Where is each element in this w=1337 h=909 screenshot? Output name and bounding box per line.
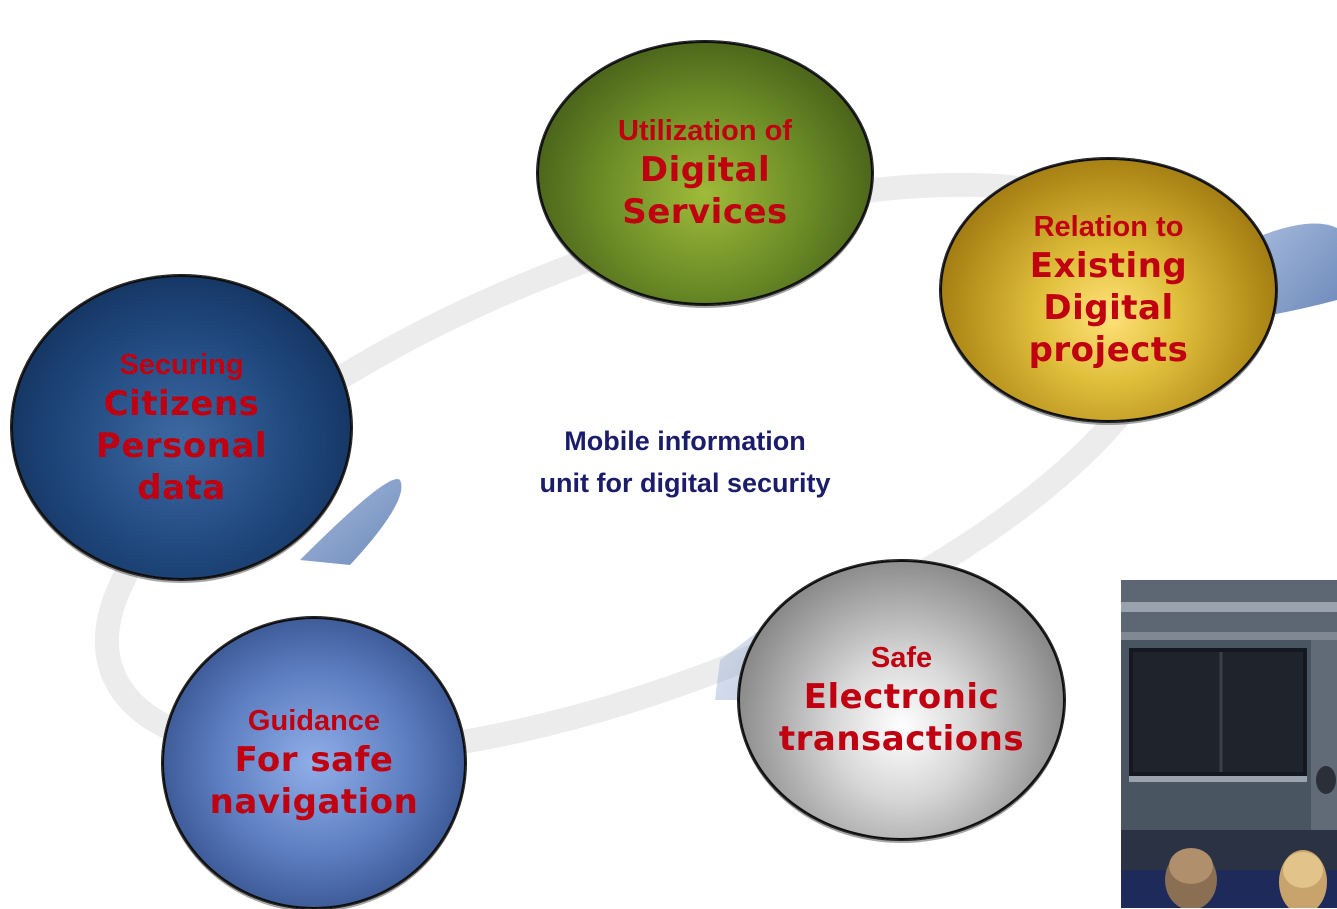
center-title-line: unit for digital security [539, 468, 831, 498]
center-title: Mobile information unit for digital secu… [480, 420, 890, 504]
node-line: Guidance [247, 705, 381, 737]
node-line: Digital [1043, 288, 1174, 328]
bus-interior-illustration [1121, 580, 1337, 908]
node-line: Securing [119, 348, 244, 381]
node-line: Personal [95, 425, 268, 466]
node-relation-to-existing-digital-projects: Relation to Existing Digital projects [940, 158, 1277, 422]
node-line: Digital [639, 150, 771, 190]
center-title-line: Mobile information [564, 426, 806, 456]
node-line: Relation to [1033, 211, 1184, 243]
node-line: Electronic [803, 677, 1000, 717]
node-line: data [137, 467, 226, 508]
node-line: For safe [234, 740, 394, 780]
node-guidance-for-safe-navigation: Guidance For safe navigation [162, 617, 466, 909]
node-line: projects [1028, 330, 1189, 370]
node-line: Existing [1029, 246, 1188, 286]
node-line: transactions [778, 719, 1025, 759]
node-safe-electronic-transactions: Safe Electronic transactions [738, 560, 1065, 840]
node-securing-citizens-personal-data: Securing Citizens Personal data [11, 275, 352, 580]
node-line: Services [622, 192, 788, 232]
node-line: Utilization of [618, 115, 792, 147]
node-line: navigation [209, 782, 419, 822]
node-shadow-securing [300, 479, 402, 565]
bus-interior-photo [1121, 580, 1337, 908]
node-line: Safe [870, 642, 933, 674]
node-utilization-of-digital-services: Utilization of Digital Services [537, 41, 873, 305]
node-line: Citizens [103, 383, 260, 424]
